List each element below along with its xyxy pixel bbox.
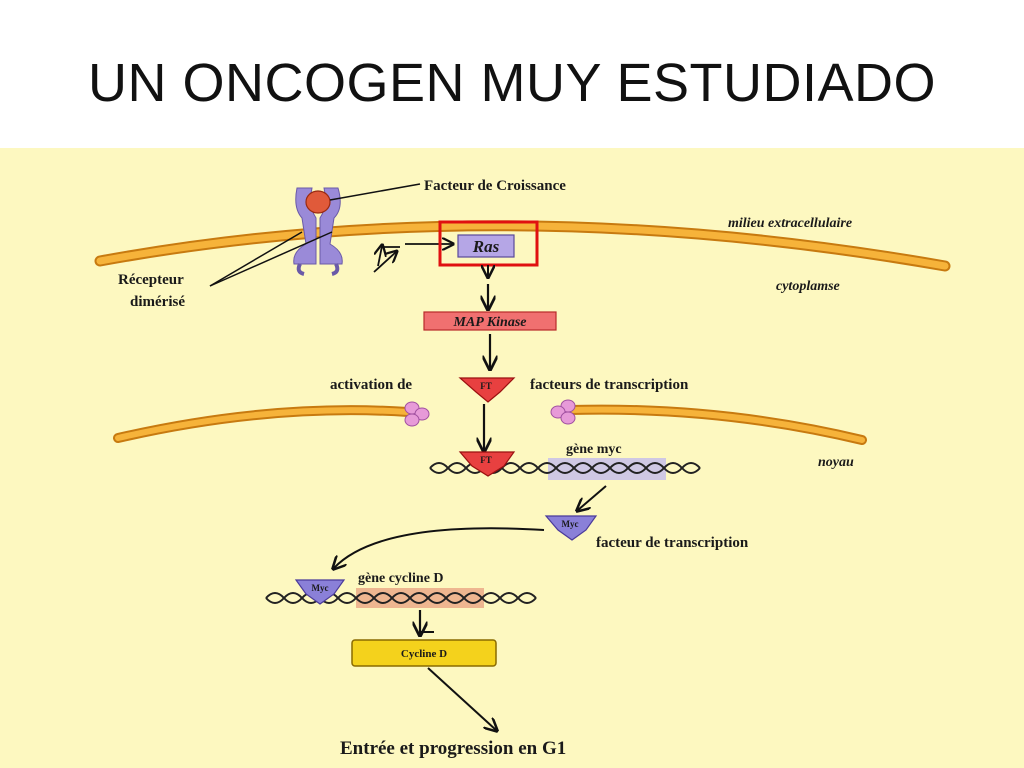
myc-label-protein: Myc bbox=[562, 519, 579, 529]
growth-factor-ligand bbox=[305, 190, 331, 214]
cyclin-d-box bbox=[351, 639, 497, 667]
nuclear-pore-left bbox=[404, 401, 430, 427]
ft-protein-cytoplasm bbox=[458, 377, 516, 403]
myc-protein bbox=[544, 515, 598, 541]
myc-gene-label: gène myc bbox=[566, 442, 622, 457]
slide-title: UN ONCOGEN MUY ESTUDIADO bbox=[87, 53, 937, 113]
myc-label-dna: Myc bbox=[312, 583, 329, 593]
myc-to-cyclin-arrow bbox=[334, 527, 545, 568]
cytoplasm-label: cytoplamse bbox=[776, 279, 840, 294]
extracellular-label: milieu extracellulaire bbox=[728, 216, 852, 231]
ras-box bbox=[457, 234, 515, 258]
g1-entry-label: Entrée et progression en G1 bbox=[340, 738, 566, 759]
ft-label-cytoplasm: FT bbox=[480, 381, 492, 391]
growth-factor-label: Facteur de Croissance bbox=[424, 178, 566, 194]
receptor-label-line1: Récepteur bbox=[118, 272, 184, 288]
map-kinase-box bbox=[423, 311, 557, 331]
nuclear-pore-right bbox=[550, 399, 576, 425]
ft-label-dna: FT bbox=[480, 455, 492, 465]
transcription-factors-label: facteurs de transcription bbox=[530, 377, 689, 393]
ras-label: Ras bbox=[472, 237, 500, 256]
activation-label: activation de bbox=[330, 377, 412, 393]
cyclin-d-gene-label: gène cycline D bbox=[358, 571, 444, 586]
nucleus-label: noyau bbox=[818, 455, 854, 470]
cyclin-d-label: Cycline D bbox=[401, 648, 447, 660]
receptor-activation-arrow bbox=[378, 246, 382, 267]
transcription-factor-label: facteur de transcription bbox=[596, 535, 749, 551]
signaling-diagram: Facteur de Croissance milieu extracellul… bbox=[0, 148, 1024, 768]
receptor-label-line2: dimérisé bbox=[130, 294, 185, 310]
myc-protein-dna bbox=[294, 579, 346, 605]
map-kinase-label: MAP Kinase bbox=[453, 315, 527, 330]
ft-protein-dna bbox=[458, 451, 516, 477]
